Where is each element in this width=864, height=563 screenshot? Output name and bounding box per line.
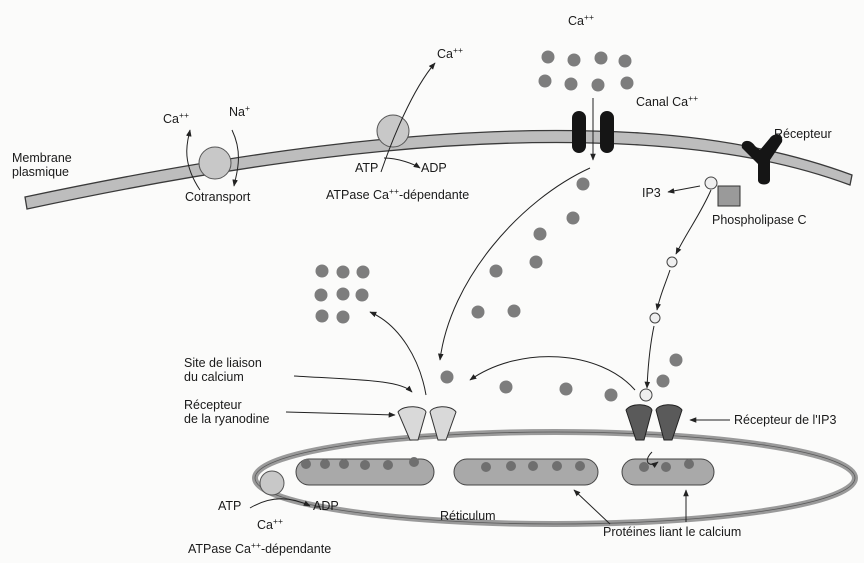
cytosolic-calcium-ions bbox=[441, 178, 683, 402]
calcium-binding-protein-icon bbox=[296, 459, 714, 485]
calcium-channel-icon bbox=[572, 98, 614, 160]
ip3-label: IP3 bbox=[642, 186, 661, 200]
adp-label-bottom: ADP bbox=[313, 499, 339, 513]
extracellular-calcium-ions bbox=[539, 51, 634, 92]
calcium-channel-label: Canal Ca++ bbox=[636, 95, 698, 109]
calcium-binding-proteins-label: Protéines liant le calcium bbox=[603, 525, 741, 539]
cotransport-label: Cotransport bbox=[185, 190, 250, 204]
phospholipase-c-label: Phospholipase C bbox=[712, 213, 807, 227]
atpase-label-bottom: ATPase Ca++-dépendante bbox=[188, 542, 331, 556]
ca-ion-label-bottom: Ca++ bbox=[257, 514, 283, 532]
ca-ion-label-cotransport: Ca++ bbox=[163, 108, 189, 126]
ip3-molecule-icon bbox=[640, 177, 717, 401]
receptor-label: Récepteur bbox=[774, 127, 832, 141]
cotransporter-protein-icon bbox=[187, 130, 239, 190]
ip3-receptor-label: Récepteur de l'IP3 bbox=[734, 413, 836, 427]
na-ion-label: Na+ bbox=[229, 101, 250, 119]
released-calcium-ions bbox=[315, 265, 370, 324]
ca-ion-label-atpase: Ca++ bbox=[437, 43, 463, 61]
atp-label-bottom: ATP bbox=[218, 499, 241, 513]
adp-label-top: ADP bbox=[421, 161, 447, 175]
atpase-pump-top-icon bbox=[377, 63, 435, 172]
reticulum-label: Réticulum bbox=[440, 509, 496, 523]
atp-label-top: ATP bbox=[355, 161, 378, 175]
ca-ion-label-extracellular: Ca++ bbox=[568, 10, 594, 28]
atpase-label-top: ATPase Ca++-dépendante bbox=[326, 188, 469, 202]
phospholipase-c-icon bbox=[718, 186, 740, 206]
